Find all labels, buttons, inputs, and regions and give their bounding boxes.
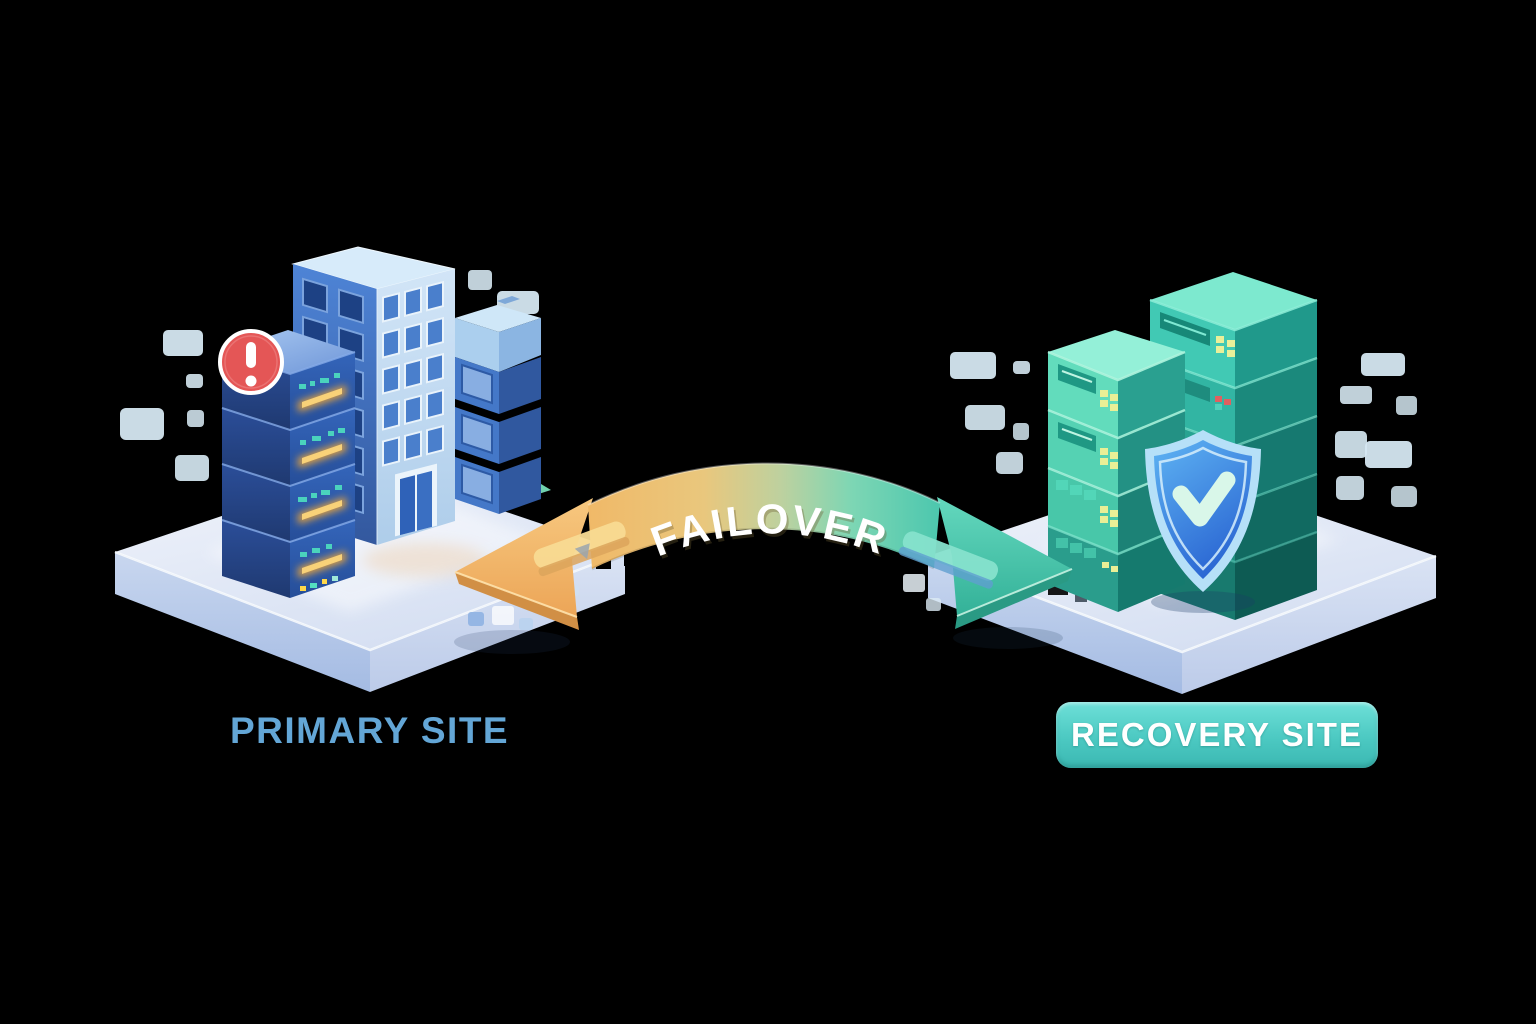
secondary-unit xyxy=(455,407,541,464)
secondary-building xyxy=(455,296,541,514)
recovery-site-label: RECOVERY SITE xyxy=(1071,716,1363,753)
arrow-band xyxy=(588,463,940,569)
check-mark xyxy=(1172,471,1236,527)
status-leds xyxy=(300,576,338,591)
arrow-stripe-left xyxy=(533,521,630,577)
secondary-unit xyxy=(455,357,541,414)
primary-site-label: PRIMARY SITE xyxy=(230,710,510,751)
floating-pixels-right xyxy=(950,352,1417,507)
arrow-stripe-right xyxy=(898,531,999,589)
recovery-site-badge: RECOVERY SITE xyxy=(1056,702,1378,768)
arrow-right-head xyxy=(937,497,1073,629)
secondary-unit xyxy=(455,457,541,514)
arrow-left-head xyxy=(454,498,593,630)
shield-check-icon xyxy=(1145,430,1261,613)
failover-arrow: FAILOVER FAILOVER xyxy=(454,462,1073,654)
alert-icon xyxy=(218,329,284,395)
building-right-windows xyxy=(382,280,444,537)
